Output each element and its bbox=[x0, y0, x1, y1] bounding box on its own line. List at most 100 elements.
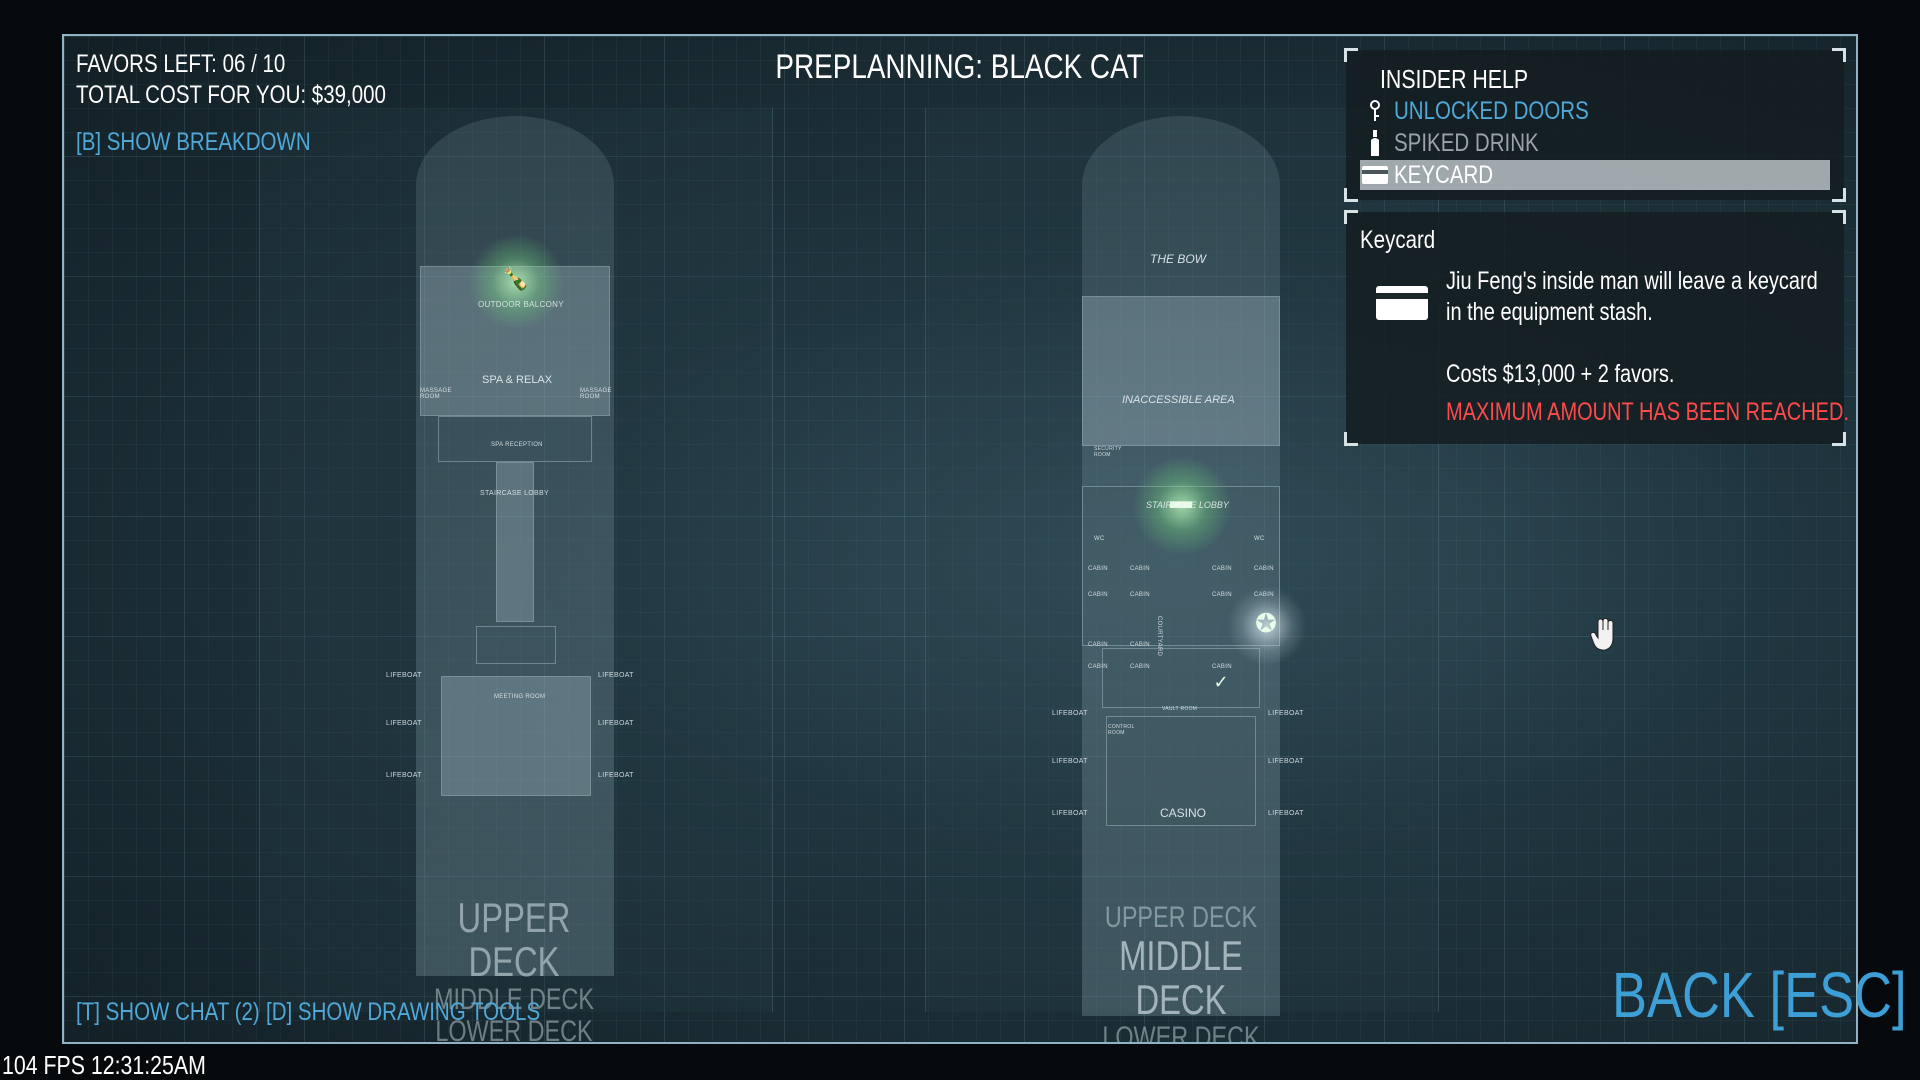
detail-description: Jiu Feng's inside man will leave a keyca… bbox=[1446, 267, 1818, 326]
label-lifeboat-r1: LIFEBOAT bbox=[598, 672, 634, 679]
label-cabin: CABIN bbox=[1130, 642, 1150, 648]
corner-bracket bbox=[1832, 432, 1846, 446]
corner-bracket bbox=[1832, 48, 1846, 62]
keycard-icon[interactable]: ▬ bbox=[1170, 488, 1192, 513]
show-breakdown-button[interactable]: [B] SHOW BREAKDOWN bbox=[76, 128, 311, 156]
insider-item-keycard[interactable]: KEYCARD bbox=[1360, 160, 1830, 190]
label-cabin: CABIN bbox=[1130, 592, 1150, 598]
casino-room[interactable] bbox=[1106, 716, 1256, 826]
label-security-room: SECURITY ROOM bbox=[1094, 446, 1122, 458]
central-corridor bbox=[496, 462, 534, 622]
staircase-lobby-room[interactable] bbox=[438, 416, 592, 462]
label-spa-reception: SPA RECEPTION bbox=[491, 442, 543, 448]
keycard-detail-panel: Keycard Jiu Feng's inside man will leave… bbox=[1344, 210, 1849, 446]
label-casino: CASINO bbox=[1160, 806, 1207, 820]
aft-section bbox=[441, 676, 591, 796]
corner-bracket bbox=[1832, 188, 1846, 202]
deck-selector-left[interactable]: UPPER DECK MIDDLE DECK LOWER DECK bbox=[420, 894, 607, 1044]
label-lifeboat-r2: LIFEBOAT bbox=[598, 720, 634, 727]
deck-middle-right[interactable]: MIDDLE DECK bbox=[1119, 931, 1243, 1023]
corner-bracket bbox=[1344, 188, 1358, 202]
deck-lower-right[interactable]: LOWER DECK bbox=[1102, 1020, 1260, 1044]
insider-item-label: UNLOCKED DOORS bbox=[1394, 96, 1589, 125]
label-lifeboat-l1: LIFEBOAT bbox=[386, 672, 422, 679]
label-massage-right: MASSAGE ROOM bbox=[580, 388, 612, 400]
keycard-icon bbox=[1360, 166, 1390, 184]
label-lifeboat-r3: LIFEBOAT bbox=[598, 772, 634, 779]
label-courtyard: COURTYARD bbox=[1156, 616, 1162, 657]
label-wc-right: WC bbox=[1254, 536, 1265, 542]
label-massage-left: MASSAGE ROOM bbox=[420, 388, 452, 400]
corner-bracket bbox=[1344, 432, 1358, 446]
ship-hull bbox=[1082, 116, 1280, 1016]
keycard-marker-glow bbox=[1132, 456, 1232, 556]
ship-upper-deck[interactable]: 🍾 OUTDOOR BALCONY SPA & RELAX MASSAGE RO… bbox=[386, 116, 633, 976]
label-cabin: CABIN bbox=[1130, 566, 1150, 572]
label-outdoor-balcony: OUTDOOR BALCONY bbox=[478, 300, 564, 309]
deck-selector-right[interactable]: UPPER DECK MIDDLE DECK LOWER DECK bbox=[1087, 901, 1274, 1044]
insider-item-spiked-drink[interactable]: SPIKED DRINK bbox=[1360, 128, 1830, 158]
page-title-text: PREPLANNING: BLACK CAT bbox=[775, 48, 1145, 86]
bottle-icon bbox=[1360, 130, 1390, 156]
inaccessible-area bbox=[1082, 296, 1280, 446]
label-spa-relax: SPA & RELAX bbox=[482, 374, 553, 386]
label-cabin: CABIN bbox=[1254, 592, 1274, 598]
label-cabin: CABIN bbox=[1212, 664, 1232, 670]
fps-clock: 104 FPS 12:31:25AM bbox=[2, 1050, 206, 1080]
corner-bracket bbox=[1832, 210, 1846, 224]
label-lifeboat-r3: LIFEBOAT bbox=[1268, 810, 1304, 817]
label-inaccessible-area: INACCESSIBLE AREA bbox=[1122, 394, 1235, 406]
label-cabin: CABIN bbox=[1254, 566, 1274, 572]
detail-warning: MAXIMUM AMOUNT HAS BEEN REACHED. bbox=[1446, 398, 1850, 426]
label-lifeboat-l2: LIFEBOAT bbox=[386, 720, 422, 727]
insider-item-label: SPIKED DRINK bbox=[1394, 128, 1539, 157]
show-drawing-tools-button[interactable]: [D] SHOW DRAWING TOOLS bbox=[266, 998, 541, 1026]
meeting-room[interactable] bbox=[476, 626, 556, 664]
label-staircase-lobby: STAIRCASE LOBBY bbox=[480, 490, 549, 497]
insider-help-panel: INSIDER HELP UNLOCKED DOORS SPIKED DRINK… bbox=[1344, 48, 1846, 202]
bottle-icon[interactable]: 🍾 bbox=[502, 266, 530, 291]
label-lifeboat-l3: LIFEBOAT bbox=[386, 772, 422, 779]
deck-middle-left[interactable]: MIDDLE DECK bbox=[434, 983, 594, 1017]
guard-icon[interactable]: ✪ bbox=[1255, 608, 1277, 638]
label-lifeboat-l2: LIFEBOAT bbox=[1052, 758, 1088, 765]
checkmark-icon[interactable]: ✓ bbox=[1213, 672, 1229, 692]
key-icon bbox=[1360, 100, 1390, 122]
label-cabin: CABIN bbox=[1130, 664, 1150, 670]
label-lifeboat-r1: LIFEBOAT bbox=[1268, 710, 1304, 717]
deck-lower-left[interactable]: LOWER DECK bbox=[435, 1014, 593, 1044]
preplanning-map-frame[interactable]: 🍾 OUTDOOR BALCONY SPA & RELAX MASSAGE RO… bbox=[62, 34, 1858, 1044]
label-cabin: CABIN bbox=[1088, 566, 1108, 572]
keycard-icon bbox=[1376, 286, 1428, 320]
spiked-drink-marker-glow bbox=[468, 234, 564, 330]
ship-middle-deck[interactable]: ▬ ✪ ✓ THE BOW INACCESSIBLE AREA SECURITY… bbox=[1052, 116, 1307, 1016]
label-cabin: CABIN bbox=[1212, 592, 1232, 598]
detail-title: Keycard bbox=[1360, 226, 1436, 254]
detail-cost: Costs $13,000 + 2 favors. bbox=[1446, 360, 1675, 388]
corner-bracket bbox=[1344, 48, 1358, 62]
label-cabin: CABIN bbox=[1088, 592, 1108, 598]
label-lifeboat-l1: LIFEBOAT bbox=[1052, 710, 1088, 717]
corner-bracket bbox=[1344, 210, 1358, 224]
deck-upper-left[interactable]: UPPER DECK bbox=[457, 894, 571, 986]
back-button[interactable]: BACK [ESC] bbox=[1612, 959, 1907, 1031]
label-lifeboat-l3: LIFEBOAT bbox=[1052, 810, 1088, 817]
label-staircase-lobby: STAIRCASE LOBBY bbox=[1146, 500, 1229, 510]
label-meeting-room: MEETING ROOM bbox=[494, 694, 546, 700]
label-cabin: CABIN bbox=[1088, 642, 1108, 648]
total-cost: TOTAL COST FOR YOU: $39,000 bbox=[76, 81, 386, 109]
label-wc-left: WC bbox=[1094, 536, 1105, 542]
page-title: PREPLANNING: BLACK CAT bbox=[0, 48, 1920, 87]
vault-block[interactable] bbox=[1102, 648, 1260, 708]
label-cabin: CABIN bbox=[1088, 664, 1108, 670]
show-chat-button[interactable]: [T] SHOW CHAT (2) bbox=[76, 998, 260, 1026]
label-the-bow: THE BOW bbox=[1150, 252, 1206, 266]
insider-item-label: KEYCARD bbox=[1394, 160, 1494, 189]
label-control-room: CONTROL ROOM bbox=[1108, 724, 1135, 736]
hand-cursor-icon bbox=[1590, 618, 1614, 651]
label-vault-room: VAULT ROOM bbox=[1162, 706, 1198, 712]
deck-upper-right[interactable]: UPPER DECK bbox=[1104, 901, 1258, 934]
favors-left: FAVORS LEFT: 06 / 10 bbox=[76, 50, 286, 78]
label-lifeboat-r2: LIFEBOAT bbox=[1268, 758, 1304, 765]
insider-item-unlocked-doors[interactable]: UNLOCKED DOORS bbox=[1360, 96, 1830, 126]
